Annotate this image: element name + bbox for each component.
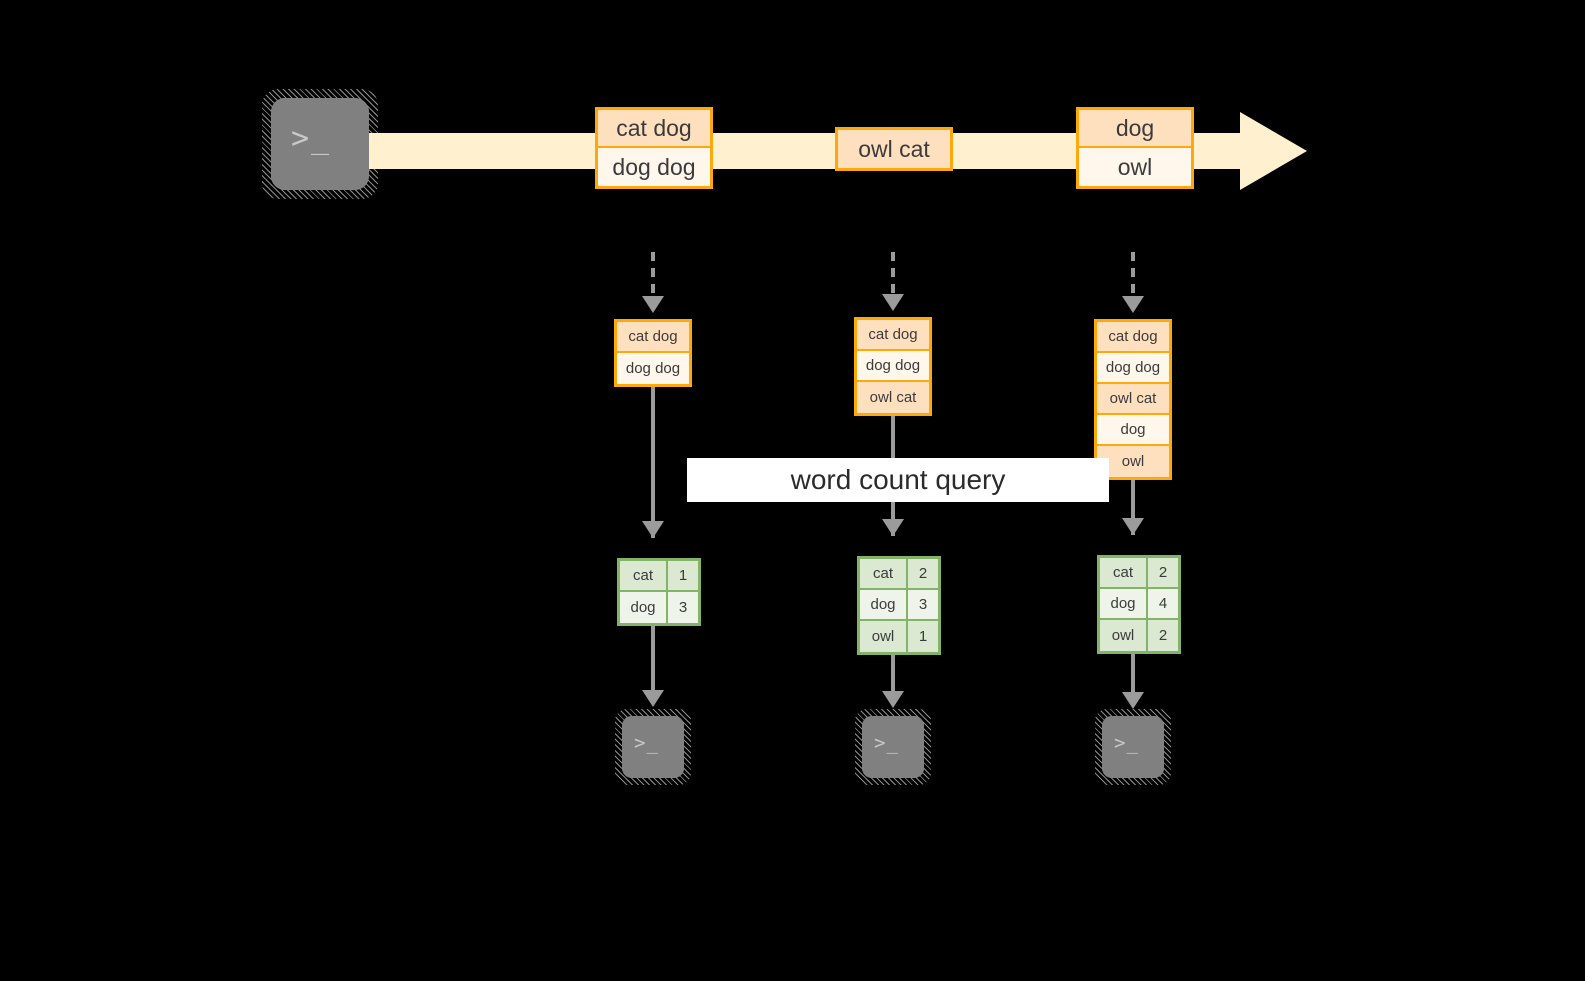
result-word: cat [1100,558,1148,587]
input-row: owl cat [1097,384,1169,415]
terminal-body [862,716,924,778]
stream-record: owl [1079,148,1191,186]
arrowhead-icon [882,294,904,311]
stream-record: cat dog [598,110,710,148]
result-row: owl 1 [860,621,938,652]
result-count: 2 [908,559,938,588]
terminal-body [622,716,684,778]
terminal-prompt-glyph: >_ [1114,732,1139,754]
terminal-prompt-glyph: >_ [634,732,659,754]
stream-record: owl cat [838,130,950,168]
query-connector [1131,475,1135,535]
snapshot-1-result-table: cat 1 dog 3 [617,558,701,626]
stream-to-snapshot-connector [1131,252,1135,298]
input-row: dog dog [857,351,929,382]
result-row: cat 2 [860,559,938,590]
result-count: 4 [1148,589,1178,618]
snapshot-3-sink-terminal-icon: >_ [1095,709,1171,785]
result-count: 3 [908,590,938,619]
input-row: dog dog [617,353,689,384]
result-count: 3 [668,592,698,623]
source-terminal-icon: >_ [262,89,378,199]
result-word: dog [1100,589,1148,618]
result-word: owl [860,621,908,652]
result-row: dog 4 [1100,589,1178,620]
result-word: cat [860,559,908,588]
stream-group-2: owl cat [835,127,953,171]
terminal-body [1102,716,1164,778]
result-to-sink-connector [651,622,655,700]
arrowhead-icon [642,521,664,538]
input-row: cat dog [857,320,929,351]
snapshot-1-sink-terminal-icon: >_ [615,709,691,785]
result-row: owl 2 [1100,620,1178,651]
input-row: dog dog [1097,353,1169,384]
stream-arrowhead [1240,112,1307,190]
result-to-sink-connector [891,651,895,701]
arrowhead-icon [1122,692,1144,709]
stream-record: dog dog [598,148,710,186]
input-row: owl cat [857,382,929,413]
snapshot-2-sink-terminal-icon: >_ [855,709,931,785]
result-word: dog [860,590,908,619]
input-row: owl [1097,446,1169,477]
snapshot-2-result-table: cat 2 dog 3 owl 1 [857,556,941,655]
result-row: dog 3 [860,590,938,621]
arrowhead-icon [882,691,904,708]
arrowhead-icon [882,519,904,536]
result-count: 2 [1148,558,1178,587]
stream-group-3: dog owl [1076,107,1194,189]
terminal-prompt-glyph: >_ [874,732,899,754]
arrowhead-icon [642,296,664,313]
result-row: cat 2 [1100,558,1178,589]
input-row: cat dog [617,322,689,353]
terminal-body [271,98,369,190]
query-label: word count query [687,458,1109,502]
stream-to-snapshot-connector [651,252,655,298]
result-word: owl [1100,620,1148,651]
snapshot-3-result-table: cat 2 dog 4 owl 2 [1097,555,1181,654]
snapshot-3-input-table: cat dog dog dog owl cat dog owl [1094,319,1172,480]
result-count: 2 [1148,620,1178,651]
terminal-prompt-glyph: >_ [291,121,332,156]
arrowhead-icon [1122,518,1144,535]
result-to-sink-connector [1131,650,1135,702]
stream-record: dog [1079,110,1191,148]
stream-to-snapshot-connector [891,252,895,296]
snapshot-2-input-table: cat dog dog dog owl cat [854,317,932,416]
result-row: cat 1 [620,561,698,592]
result-word: cat [620,561,668,590]
snapshot-1-input-table: cat dog dog dog [614,319,692,387]
query-label-text: word count query [790,464,1006,495]
result-word: dog [620,592,668,623]
query-connector [651,383,655,538]
input-row: dog [1097,415,1169,446]
result-count: 1 [908,621,938,652]
arrowhead-icon [1122,296,1144,313]
arrowhead-icon [642,690,664,707]
input-row: cat dog [1097,322,1169,353]
result-count: 1 [668,561,698,590]
result-row: dog 3 [620,592,698,623]
stream-group-1: cat dog dog dog [595,107,713,189]
